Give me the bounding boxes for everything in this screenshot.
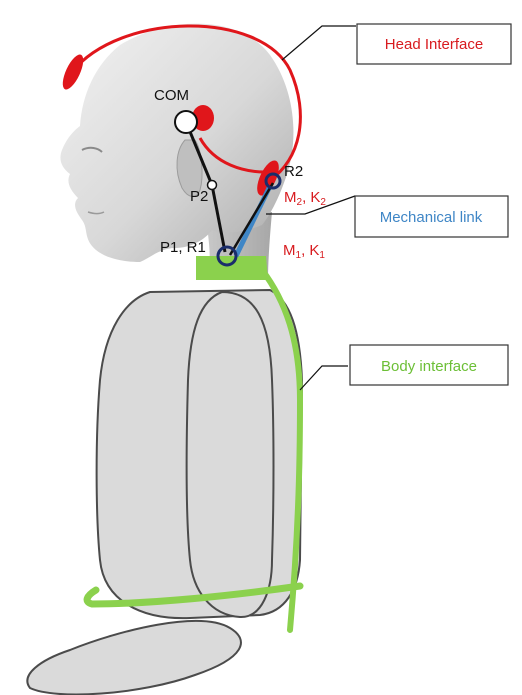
body-interface-callout: Body interface [350,345,508,385]
head-shape [60,24,293,262]
m1-k1-separator: , K [301,242,319,259]
forehead-pad [59,52,88,92]
head-interface-callout: Head Interface [357,24,511,64]
collar [196,256,268,280]
com-point [175,111,197,133]
torso [27,290,302,694]
m1-symbol: M [283,242,296,259]
head-interface-leader [282,26,356,60]
body-interface-text: Body interface [381,358,477,375]
arm [27,621,241,694]
r2-label: R2 [284,163,303,180]
p2-point [208,181,217,190]
body-interface-leader [300,366,348,390]
k1-subscript: 1 [319,250,325,261]
mechanical-link-callout: Mechanical link [355,196,508,237]
head-interface-text: Head Interface [385,36,483,53]
com-label: COM [154,87,189,104]
m2-k2-label: M2, K2 [284,189,326,208]
torso-inner-outline [187,292,274,617]
m1-k1-label: M1, K1 [283,242,325,261]
m2-k2-separator: , K [302,189,320,206]
m2-symbol: M [284,189,297,206]
p2-label: P2 [190,188,208,205]
mechanical-link-text: Mechanical link [380,209,483,226]
head [60,24,293,262]
p1-r1-label: P1, R1 [160,239,206,256]
